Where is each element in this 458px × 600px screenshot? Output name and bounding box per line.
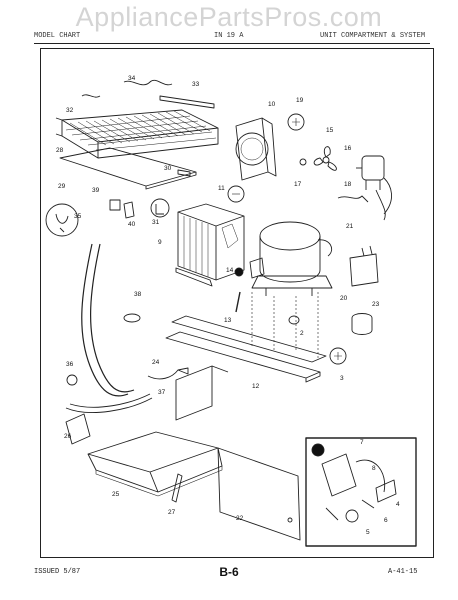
page-number: B-6 (219, 565, 239, 579)
callout-18: 18 (344, 181, 352, 188)
callout-36: 36 (66, 361, 74, 368)
callout-33: 33 (192, 81, 200, 88)
condenser-coil (55, 109, 219, 159)
access-panel (217, 447, 301, 541)
callout-39: 39 (92, 187, 100, 194)
fan-shroud (235, 117, 277, 181)
callout-7: 7 (360, 439, 364, 446)
evaporator-box (175, 203, 245, 287)
callout-4: 4 (396, 501, 400, 508)
footer-code: A-41-15 (388, 568, 418, 576)
callout-14: 14 (226, 267, 234, 274)
callout-19: 19 (296, 97, 304, 104)
callout-15: 15 (326, 127, 334, 134)
motor-bracket (337, 195, 369, 203)
condenser-rail (159, 95, 215, 109)
callout-6: 6 (384, 517, 388, 524)
callout-1: 1 (235, 269, 239, 276)
callout-31: 31 (152, 219, 160, 226)
callout-11: 11 (218, 185, 225, 192)
compressor (249, 221, 333, 296)
callout-34: 34 (128, 75, 136, 82)
callout-2: 2 (300, 330, 304, 337)
callout-24: 24 (152, 359, 160, 366)
callout-21: 21 (346, 223, 354, 230)
callout-30: 30 (164, 165, 172, 172)
callout-26: 26 (64, 433, 72, 440)
callout-23: 23 (372, 301, 380, 308)
callout-9: 9 (158, 239, 162, 246)
header-right-text: UNIT COMPARTMENT & SYSTEM (320, 32, 426, 40)
wire-harness (123, 79, 173, 86)
callout-3: 3 (340, 375, 344, 382)
header-left-text: MODEL CHART (34, 32, 81, 40)
callout-13: 13 (224, 317, 232, 324)
callout-labels: 1 2 3 4 5 6 7 8 9 10 11 12 13 14 15 16 1… (56, 75, 400, 536)
callout-10: 10 (268, 101, 276, 108)
base-rails (165, 315, 327, 421)
header-rule (34, 43, 430, 44)
callout-5: 5 (366, 529, 370, 536)
callout-16: 16 (344, 145, 352, 152)
diagram-frame (40, 48, 434, 558)
callout-12: 12 (252, 383, 260, 390)
footer-issued-date: ISSUED 5/87 (34, 568, 81, 576)
callout-37: 37 (158, 389, 166, 396)
callout-22: 22 (236, 515, 244, 522)
callout-25: 25 (112, 491, 120, 498)
callout-40: 40 (128, 221, 136, 228)
callout-38: 38 (134, 291, 142, 298)
callout-29: 29 (58, 183, 66, 190)
header-middle-text: IN 19 A (214, 32, 244, 40)
page-header: MODEL CHART IN 19 A UNIT COMPARTMENT & S… (34, 31, 430, 43)
fan-blade (313, 146, 337, 171)
callout-20: 20 (340, 295, 348, 302)
callout-32: 32 (66, 107, 74, 114)
callout-17: 17 (294, 181, 302, 188)
callout-8: 8 (372, 465, 376, 472)
callout-35: 35 (74, 213, 82, 220)
callout-28: 28 (56, 147, 64, 154)
callout-27: 27 (168, 509, 176, 516)
fan-motor (356, 155, 392, 215)
inset-detail-box (305, 437, 417, 547)
drain-pan (65, 413, 223, 497)
